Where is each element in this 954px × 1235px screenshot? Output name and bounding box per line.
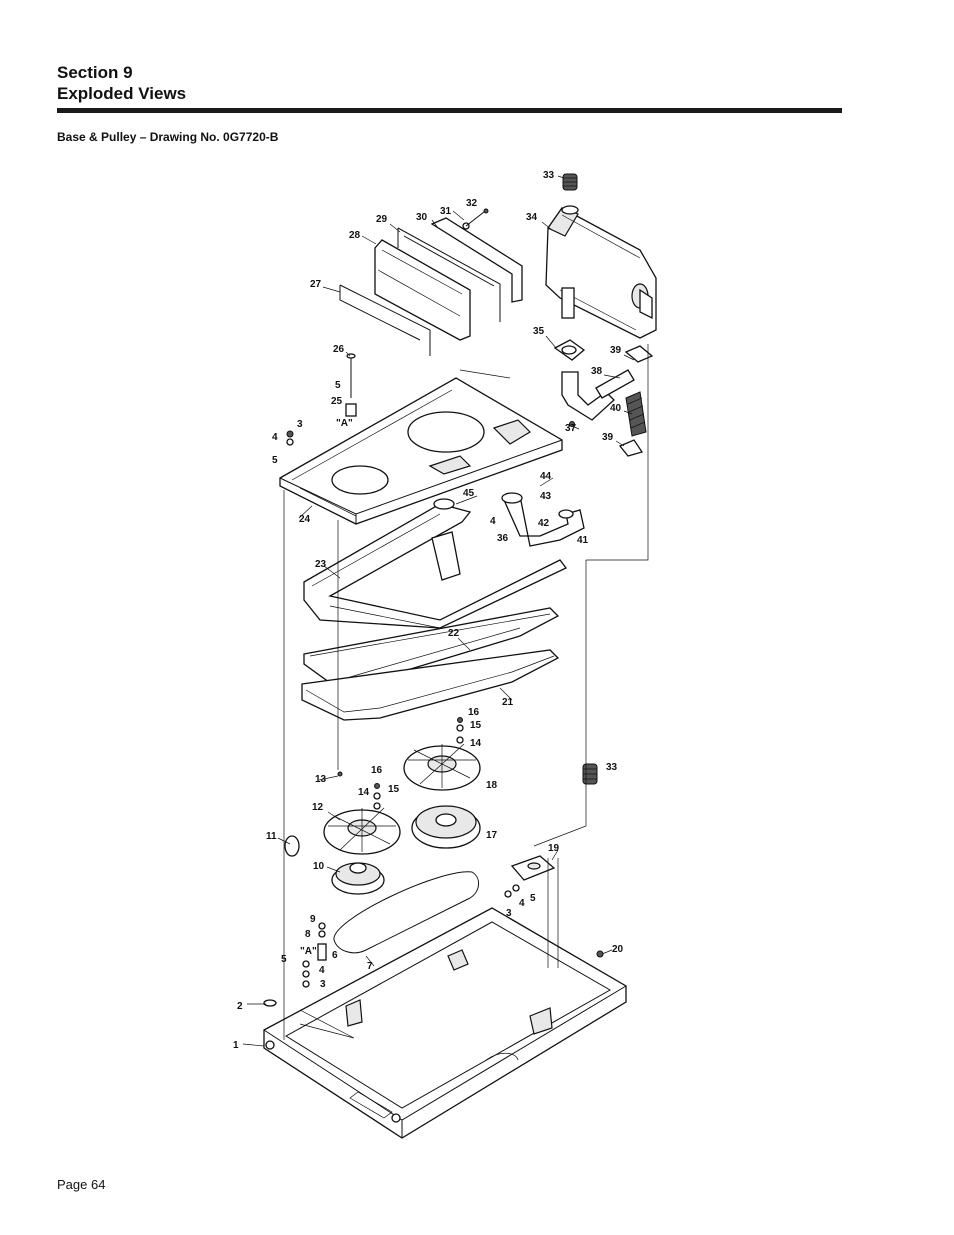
callout-3-bottom: 3: [320, 979, 326, 990]
callout-5-mid: 5: [272, 455, 278, 466]
callout-19: 19: [548, 843, 560, 854]
callout-36: 36: [497, 533, 509, 544]
callout-7: 7: [367, 961, 373, 972]
left-lower-hardware: [263, 922, 327, 1007]
bracket-19: [504, 855, 604, 958]
callout-26: 26: [333, 344, 345, 355]
top-plate: [279, 377, 563, 525]
callout-22: 22: [448, 628, 460, 639]
callout-4-top: 4: [272, 432, 278, 443]
callout-16-top: 16: [468, 707, 480, 718]
callout-29: 29: [376, 214, 388, 225]
bolt-26: [286, 353, 357, 446]
callout-23: 23: [315, 559, 327, 570]
callout-42: 42: [538, 518, 550, 529]
fan-18: [403, 743, 481, 791]
callout-4-mid: 4: [490, 516, 496, 527]
callout-24: 24: [299, 514, 311, 525]
base-frame: [263, 907, 627, 1139]
callout-40: 40: [610, 403, 622, 414]
heat-shield: [339, 208, 523, 356]
callout-41: 41: [577, 535, 589, 546]
callout-44: 44: [540, 471, 552, 482]
callout-39-top: 39: [610, 345, 622, 356]
pulley-10: [331, 862, 385, 895]
leader-lines: [283, 344, 649, 1040]
callout-35: 35: [533, 326, 545, 337]
callout-28: 28: [349, 230, 361, 241]
callout-1: 1: [233, 1040, 239, 1051]
callout-4-bottom: 4: [319, 965, 325, 976]
callout-14-mid: 14: [358, 787, 370, 798]
section-title: Exploded Views: [57, 84, 187, 103]
muffler: [545, 205, 657, 339]
callout-11: 11: [266, 831, 277, 842]
drive-belt: [333, 871, 479, 954]
callout-4-lower: 4: [519, 898, 525, 909]
fan-12: [323, 807, 401, 855]
callout-43: 43: [540, 491, 552, 502]
exhaust-elbow: [553, 339, 654, 457]
callout-38: 38: [591, 366, 603, 377]
callout-21: 21: [502, 697, 514, 708]
callout-9: 9: [310, 914, 316, 925]
callout-30: 30: [416, 212, 428, 223]
spring-33-lower: [582, 763, 598, 785]
callout-labels: 33 32 31 30 29 34 28 27 35 26 39 38 5 25…: [233, 170, 624, 1051]
callout-20: 20: [612, 944, 624, 955]
callout-33-top: 33: [543, 170, 555, 181]
callout-25: 25: [331, 396, 343, 407]
spring-33-top: [562, 173, 578, 191]
callout-16-mid: 16: [371, 765, 383, 776]
section-header: Section 9 Exploded Views: [57, 62, 186, 104]
callout-10: 10: [313, 861, 325, 872]
callout-a-top: "A": [336, 418, 353, 429]
callout-18: 18: [486, 780, 498, 791]
callout-3-lower: 3: [506, 908, 512, 919]
hardware-stacks: [284, 717, 464, 857]
drawing-title: Base & Pulley – Drawing No. 0G7720-B: [57, 130, 279, 144]
callout-8: 8: [305, 929, 311, 940]
callout-15-mid: 15: [388, 784, 400, 795]
callout-37: 37: [565, 423, 577, 434]
callout-31: 31: [440, 206, 452, 217]
callout-14-top: 14: [470, 738, 482, 749]
callout-32: 32: [466, 198, 478, 209]
page-number: Page 64: [57, 1177, 106, 1192]
section-number: Section 9: [57, 63, 133, 82]
callout-5-bottom: 5: [281, 954, 287, 965]
callout-15-top: 15: [470, 720, 482, 731]
callout-2: 2: [237, 1001, 243, 1012]
callout-5-top: 5: [335, 380, 341, 391]
callout-27: 27: [310, 279, 322, 290]
callout-3-top: 3: [297, 419, 303, 430]
callout-34: 34: [526, 212, 538, 223]
callout-6: 6: [332, 950, 338, 961]
callout-12: 12: [312, 802, 324, 813]
callout-a-lower: "A": [300, 946, 317, 957]
side-rails: [301, 607, 560, 721]
pulley-17: [411, 805, 481, 849]
muffler-bracket: [303, 492, 585, 629]
callout-39-mid: 39: [602, 432, 614, 443]
callout-17: 17: [486, 830, 498, 841]
callout-45: 45: [463, 488, 475, 499]
callout-5-lower: 5: [530, 893, 536, 904]
header-rule: [57, 108, 842, 113]
callout-33-lower: 33: [606, 762, 618, 773]
callout-leaders: [242, 175, 635, 1047]
